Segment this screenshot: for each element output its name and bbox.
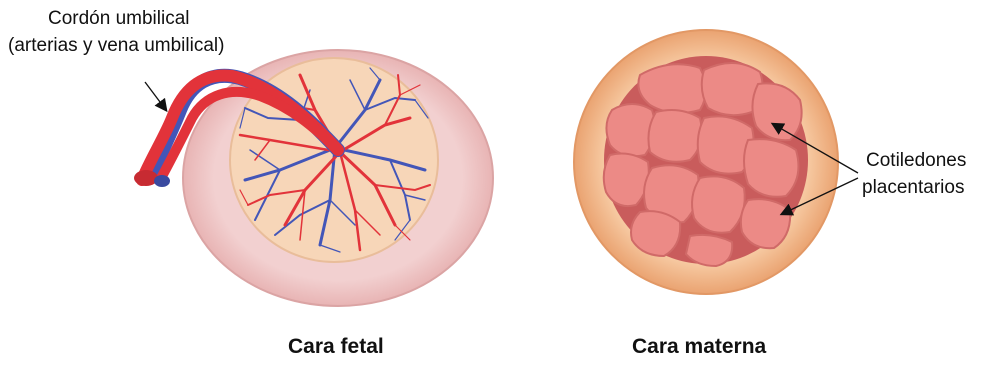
cotyledons-label: Cotiledones: [866, 150, 966, 172]
umbilical-cord-arrow: [145, 82, 166, 110]
fetal-face-caption: Cara fetal: [288, 335, 384, 359]
maternal-placenta: [574, 30, 858, 294]
fetal-placenta: [134, 50, 493, 306]
umbilical-cord-sublabel: (arterias y vena umbilical): [8, 35, 224, 57]
maternal-face-caption: Cara materna: [632, 335, 766, 359]
cotyledons-sublabel: placentarios: [862, 177, 964, 199]
umbilical-cord-label: Cordón umbilical: [48, 8, 190, 30]
